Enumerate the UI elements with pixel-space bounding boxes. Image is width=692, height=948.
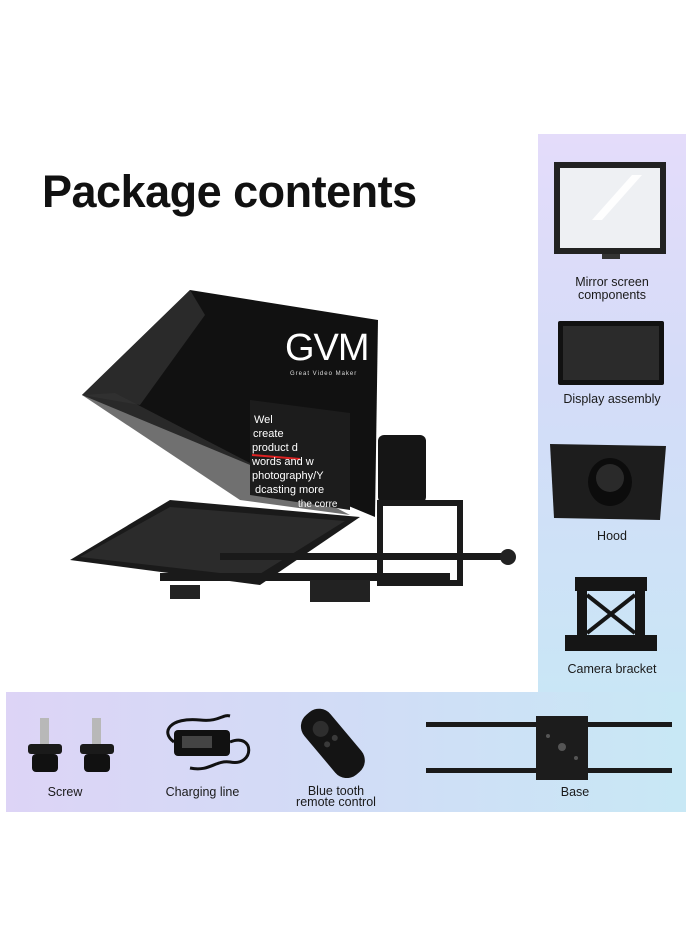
page-title: Package contents	[42, 166, 417, 217]
teleprompter-image: Wel create product d words and w photogr…	[60, 285, 520, 615]
camera-bracket-icon	[565, 575, 659, 653]
screen-text-6: the corre	[298, 499, 338, 510]
remote-label-line1: Blue tooth	[307, 784, 365, 798]
mirror-screen-label-line1: Mirror screen	[575, 275, 649, 289]
remote-icon	[293, 706, 373, 778]
screw-icon	[24, 716, 124, 774]
charger-icon	[160, 712, 260, 774]
screen-text-1: create	[253, 428, 284, 440]
brand-logo: GVM	[285, 327, 369, 369]
base-rails-icon	[424, 714, 674, 782]
mirror-screen-label-line2: components	[577, 288, 647, 302]
hood-icon	[550, 442, 668, 522]
remote-label: Blue tooth remote control	[280, 784, 392, 809]
screen-text-3: words and w	[251, 456, 314, 468]
display-label: Display assembly	[563, 392, 661, 406]
screen-text-4: photography/Y	[252, 470, 324, 482]
mirror-screen-label: Mirror screen components	[540, 276, 684, 302]
remote-label-line2: remote control	[296, 795, 376, 809]
screen-text-5: dcasting more	[255, 484, 324, 496]
brand-tagline: Great Video Maker	[290, 371, 357, 377]
screen-text-2: product d	[252, 442, 298, 454]
hood-label: Hood	[597, 529, 627, 543]
screen-text-0: Wel	[254, 414, 273, 426]
charger-label: Charging line	[165, 785, 240, 799]
display-icon	[558, 321, 666, 387]
screw-label: Screw	[47, 785, 83, 799]
base-label: Base	[560, 785, 590, 799]
camera-bracket-label: Camera bracket	[567, 662, 657, 676]
mirror-screen-icon	[552, 160, 670, 260]
